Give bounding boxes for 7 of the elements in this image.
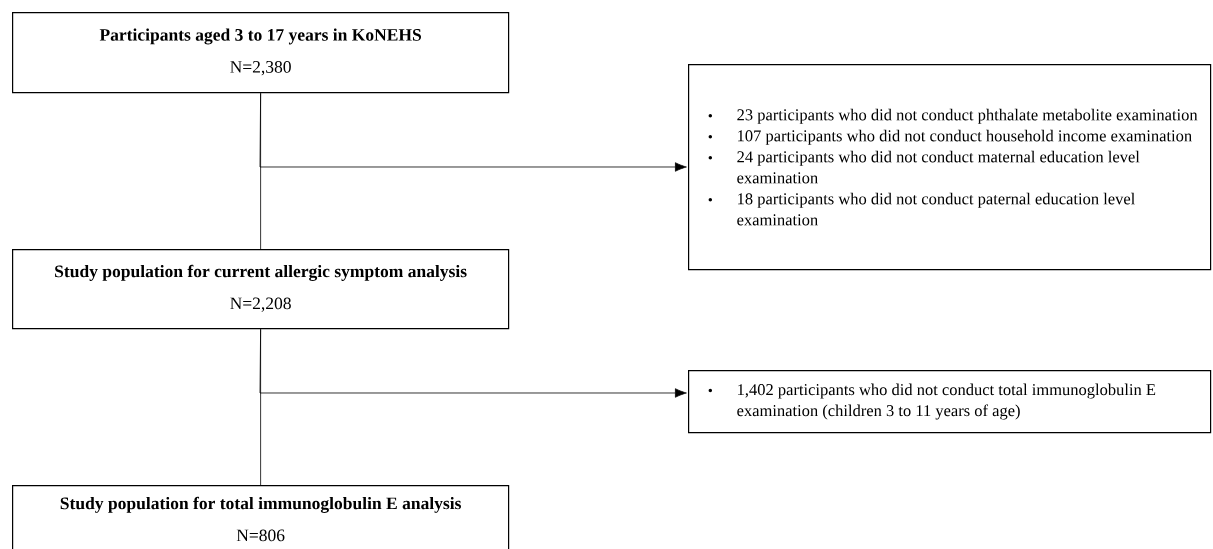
exclusion-box: 23 participants who did not conduct phthalate metabolite examination 107 participants who did not conduct household income examination 24 participants who did not conduct maternal education level examination 18 participants who did not conduct paternal education level examination bbox=[688, 64, 1212, 271]
exclusion-box: 1,402 participants who did not conduct total immunoglobulin E examination (children 3 to 11 years of age) bbox=[688, 370, 1212, 434]
process-box: Study population for current allergic symptom analysis N=2,208 bbox=[12, 249, 510, 330]
arrow bbox=[259, 92, 687, 172]
process-box: Participants aged 3 to 17 years in KoNEHS N=2,380 bbox=[12, 12, 510, 94]
process-box: Study population for total immunoglobulin E analysis N=806 bbox=[12, 485, 510, 549]
arrow bbox=[259, 328, 687, 398]
